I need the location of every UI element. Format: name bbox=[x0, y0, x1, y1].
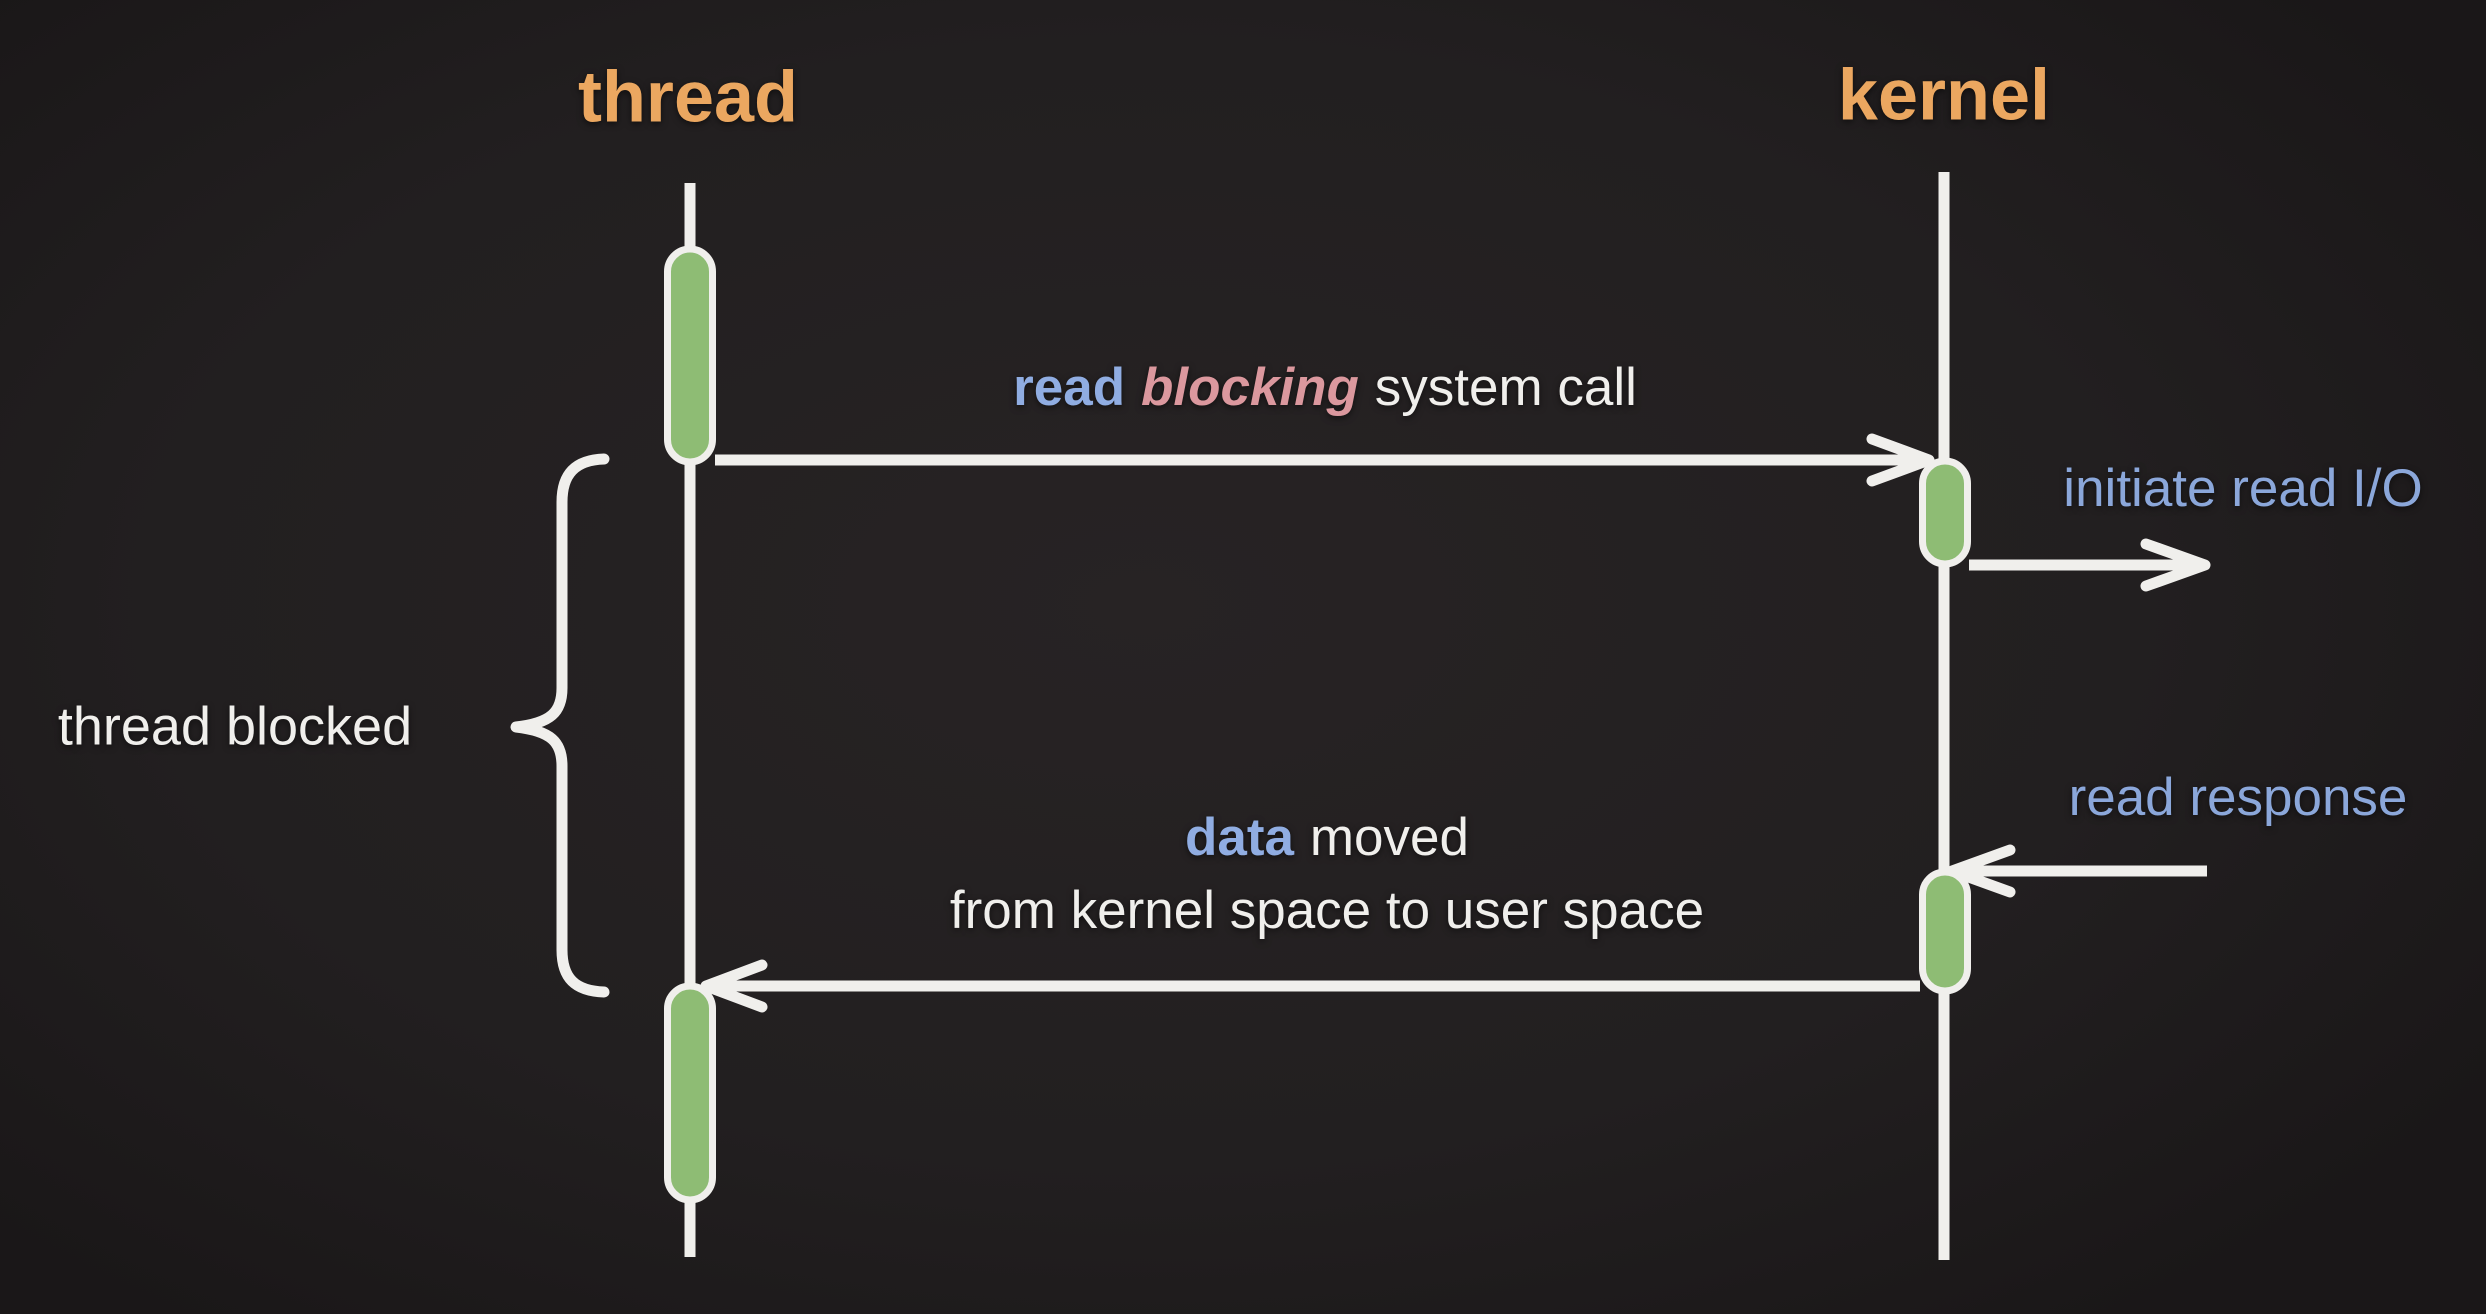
data-moved-arrow bbox=[700, 959, 1920, 1013]
syscall-words-rest: system call bbox=[1374, 357, 1637, 417]
syscall-word-read: read bbox=[1013, 357, 1126, 417]
syscall-arrow bbox=[715, 433, 1935, 487]
read-response-label: read response bbox=[2068, 767, 2408, 827]
thread-activation-bar-1 bbox=[664, 245, 716, 466]
data-moved-label-line2: from kernel space to user space bbox=[949, 880, 1705, 940]
initiate-io-arrow bbox=[1969, 538, 2211, 592]
data-moved-words-rest: moved bbox=[1309, 807, 1469, 867]
kernel-activation-bar-1 bbox=[1919, 457, 1971, 568]
syscall-word-blocking: blocking bbox=[1140, 357, 1359, 417]
data-moved-arrowhead-left-icon bbox=[700, 959, 768, 1013]
thread-blocked-label: thread blocked bbox=[57, 696, 413, 757]
actor-title-kernel: kernel bbox=[1837, 55, 2051, 136]
thread-activation-bar-2 bbox=[664, 982, 716, 1204]
syscall-arrowhead-right-icon bbox=[1866, 433, 1935, 487]
kernel-activation-bar-2 bbox=[1919, 868, 1971, 995]
actor-title-thread: thread bbox=[577, 57, 799, 138]
initiate-io-arrowhead-right-icon bbox=[2140, 538, 2211, 592]
data-moved-word-data: data bbox=[1185, 807, 1295, 867]
read-response-arrow bbox=[1946, 844, 2207, 898]
blocked-period-brace bbox=[510, 453, 610, 998]
initiate-io-label: initiate read I/O bbox=[2063, 458, 2423, 518]
